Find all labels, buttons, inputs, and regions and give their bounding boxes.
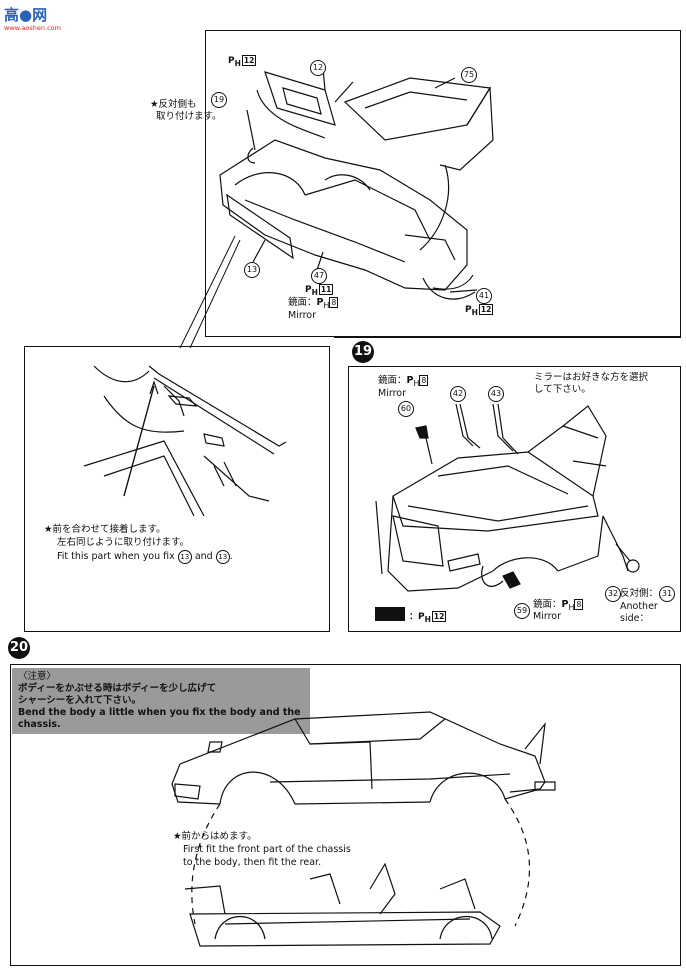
- choose-mirror-jp-1: ミラーはお好きな方を選択: [534, 372, 649, 383]
- top-step-frame: [205, 30, 681, 337]
- body-chassis-drawing: [171, 711, 556, 947]
- detail-drawing: [83, 365, 287, 517]
- caution-note: 〈注意〉 ボディーをかぶせる時はボディーを少し広げて シャーシーを入れて下さい。…: [12, 668, 310, 734]
- another-side-en-2: side：: [620, 613, 649, 624]
- part-number-59: 59: [514, 603, 530, 619]
- caution-jp-2: シャーシーを入れて下さい。: [18, 695, 142, 706]
- front-first-en-1: First fit the front part of the chassis: [183, 844, 351, 855]
- detail-frame: [24, 346, 330, 632]
- detail-note-jp-2: 左右同じように取り付けます。: [57, 537, 190, 548]
- front-first-jp: ★前からはめます。: [173, 831, 257, 842]
- part-number-19: 19: [211, 92, 227, 108]
- opposite-side-jp: 反対側：: [620, 588, 659, 599]
- part-number-31: 31: [659, 586, 675, 602]
- caution-jp-1: ボディーをかぶせる時はボディーを少し広げて: [18, 683, 217, 694]
- opposite-side-note: ★反対側も: [150, 99, 197, 110]
- part-number-42: 42: [450, 386, 466, 402]
- site-url: www.aoshen.com: [4, 24, 61, 32]
- step-number-19: 19: [352, 341, 374, 363]
- detail-note-en: Fit this part when you fix 13 and 13.: [57, 550, 233, 564]
- part-number-32: 32: [605, 586, 621, 602]
- part-number-12: 12: [310, 60, 326, 76]
- body-shell-drawing: [219, 67, 494, 300]
- step19-inner-frame: [348, 366, 681, 632]
- step19-mirror-en-2: Mirror: [533, 611, 561, 622]
- another-side-en-1: Another: [620, 601, 658, 612]
- part-number-60: 60: [398, 401, 414, 417]
- part-number-13: 13: [244, 262, 260, 278]
- caution-title: 〈注意〉: [18, 671, 57, 682]
- detail-note-jp-1: ★前を合わせて接着します。: [44, 524, 166, 535]
- black-color-swatch: [375, 607, 405, 621]
- part-number-47: 47: [311, 268, 327, 284]
- site-logo: 高●网: [4, 6, 48, 24]
- choose-mirror-jp-2: して下さい。: [534, 384, 591, 395]
- part-number-41: 41: [476, 288, 492, 304]
- opposite-side-note-2: 取り付けます。: [156, 111, 222, 122]
- hood-mirror-drawing: [375, 403, 640, 592]
- mirror-label-en: Mirror: [288, 310, 316, 321]
- step-number-20: 20: [8, 637, 30, 659]
- step19-mirror-en: Mirror: [378, 388, 406, 399]
- caution-en: Bend the body a little when you fix the …: [18, 707, 301, 730]
- part-number-75: 75: [461, 67, 477, 83]
- front-first-en-2: to the body, then fit the rear.: [183, 857, 322, 868]
- part-number-43: 43: [488, 386, 504, 402]
- step19-frame: [334, 337, 681, 341]
- step20-frame: [10, 664, 681, 966]
